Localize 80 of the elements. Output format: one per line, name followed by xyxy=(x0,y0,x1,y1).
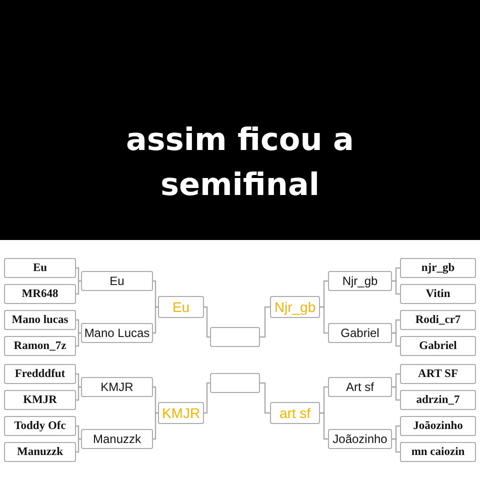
bracket-slot xyxy=(4,336,76,356)
empty-bracket-slot xyxy=(210,327,260,347)
bracket-line xyxy=(76,332,81,347)
empty-bracket-slot xyxy=(210,373,260,393)
bracket-slot xyxy=(81,429,153,449)
player-name: Manuzzk xyxy=(17,446,63,458)
player-name: Njr_gb xyxy=(342,274,378,288)
player-name: Joãozinho xyxy=(332,432,388,446)
player-name: MR648 xyxy=(22,288,58,300)
player-name: Mano Lucas xyxy=(84,326,150,340)
player-name: Ramon_7z xyxy=(14,340,66,352)
player-name: Eu xyxy=(32,262,48,274)
title: assim ficou a semifinal xyxy=(125,121,355,205)
bracket-line xyxy=(76,386,81,401)
bracket-slot xyxy=(328,429,392,449)
bracket-slot xyxy=(4,390,76,410)
player-name: ART SF xyxy=(418,368,458,380)
bracket-slot xyxy=(400,390,476,410)
bracket-slot xyxy=(270,296,320,318)
player-name: Eu xyxy=(172,299,190,315)
player-name: KMJR xyxy=(100,380,134,394)
player-name: njr_gb xyxy=(421,262,455,274)
bracket-slot xyxy=(328,323,392,343)
bracket-line xyxy=(153,306,158,334)
bracket-line xyxy=(153,412,158,440)
bracket-slot xyxy=(400,336,476,356)
bracket-line xyxy=(260,306,270,338)
bracket-line xyxy=(320,412,328,440)
bracket-slot xyxy=(400,258,476,278)
bracket-line xyxy=(153,386,158,414)
bracket-slot xyxy=(400,442,476,462)
bracket-line xyxy=(76,267,81,282)
bracket-line xyxy=(204,382,210,414)
bracket-line xyxy=(320,306,328,334)
bracket-slot xyxy=(81,377,153,397)
bracket-line xyxy=(392,332,400,347)
bracket-slot xyxy=(4,442,76,462)
player-name: KMJR xyxy=(162,405,200,421)
bracket-slot xyxy=(158,296,204,318)
player-name: Mano lucas xyxy=(12,314,68,326)
bracket-slot xyxy=(400,284,476,304)
bracket-slot xyxy=(328,271,392,291)
player-name: KMJR xyxy=(23,394,57,406)
bracket-line xyxy=(76,319,81,334)
bracket-line xyxy=(76,438,81,453)
player-name: Joãozinho xyxy=(413,420,463,432)
bracket-line xyxy=(153,280,158,308)
bracket-line xyxy=(204,306,210,338)
player-name: mn caiozin xyxy=(411,446,465,458)
bracket-slot xyxy=(4,416,76,436)
player-name: Njr_gb xyxy=(274,299,316,315)
bracket-slot xyxy=(4,284,76,304)
bracket-line xyxy=(76,280,81,295)
bracket-line xyxy=(392,386,400,401)
bracket-line xyxy=(76,425,81,440)
bracket-line xyxy=(260,382,270,414)
player-name: Manuzzk xyxy=(92,432,142,446)
bracket-slot xyxy=(400,310,476,330)
bracket-line xyxy=(392,438,400,453)
bracket-slot xyxy=(4,258,76,278)
bracket-slot xyxy=(4,310,76,330)
bracket-slot xyxy=(158,402,204,424)
player-name: Gabriel xyxy=(419,340,457,352)
bracket-slot xyxy=(400,364,476,384)
bracket-slot xyxy=(81,271,153,291)
player-name: Vitin xyxy=(426,288,450,300)
player-name: Fredddfut xyxy=(14,368,66,380)
player-name: Gabriel xyxy=(340,326,380,340)
bracket-slot xyxy=(328,377,392,397)
player-name: Art sf xyxy=(346,380,374,394)
player-name: adrzin_7 xyxy=(416,394,460,406)
player-name: Rodi_cr7 xyxy=(415,314,461,326)
bracket-slot xyxy=(4,364,76,384)
bracket-line xyxy=(392,280,400,295)
bracket-slot xyxy=(400,416,476,436)
player-name: Toddy Ofc xyxy=(14,420,66,432)
player-name: Eu xyxy=(110,274,124,288)
bracket-slot xyxy=(270,402,320,424)
bracket-line xyxy=(76,373,81,388)
player-name: art sf xyxy=(279,405,311,421)
